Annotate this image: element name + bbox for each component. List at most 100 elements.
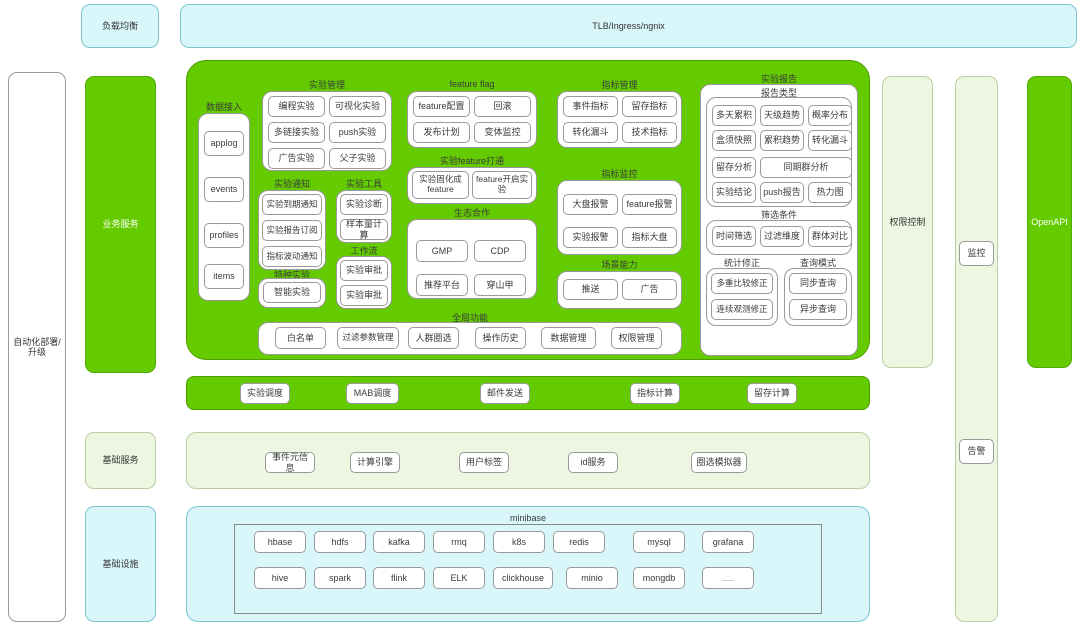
report-type-item-7[interactable]: 同期群分析 [760,157,852,178]
task-bar-item-2-label: 邮件发送 [486,388,523,399]
eco-item-3[interactable]: 穿山甲 [474,274,526,296]
feature-flag-item-0[interactable]: feature配置 [413,96,470,117]
scene-item-0[interactable]: 推送 [563,279,618,300]
report-type-item-0[interactable]: 多天累积 [712,105,756,126]
report-type-item-4[interactable]: 累积趋势 [760,130,804,151]
report-filter-item-0[interactable]: 时间筛选 [712,226,756,247]
report-type-item-10[interactable]: 热力图 [808,182,852,203]
metric-manage-item-2[interactable]: 转化漏斗 [563,122,618,143]
task-bar-item-1[interactable]: MAB调度 [346,383,399,404]
report-type-item-1[interactable]: 天级趋势 [760,105,804,126]
workflow-item-0[interactable]: 实验审批 [340,260,388,281]
report-type-item-9[interactable]: push报告 [760,182,804,203]
stat-correct-item-1[interactable]: 连续观测修正 [711,299,773,320]
experiment-manage-item-0[interactable]: 编程实验 [268,96,325,117]
experiment-manage-item-3[interactable]: push实验 [329,122,386,143]
data-access-item-profiles[interactable]: profiles [204,223,244,248]
experiment-tools-item-1[interactable]: 样本量计算 [340,219,388,240]
scene-item-1[interactable]: 广告 [622,279,677,300]
report-filter-item-1[interactable]: 过滤维度 [760,226,804,247]
minibase-row1-item-3[interactable]: rmq [433,531,485,553]
global-functions-item-3-label: 操作历史 [482,332,519,343]
task-bar-item-2[interactable]: 邮件发送 [480,383,530,404]
experiment-notify-item-1[interactable]: 实验报告订阅 [262,220,322,241]
workflow-item-1[interactable]: 实验审批 [340,285,388,306]
minibase-row2-item-3[interactable]: ELK [433,567,485,589]
minibase-row1-item-6[interactable]: mysql [633,531,685,553]
minibase-row1-item-4[interactable]: k8s [493,531,545,553]
base-service-item-3[interactable]: id服务 [568,452,618,473]
monitor-chip[interactable]: 监控 [959,241,994,266]
report-type-item-2[interactable]: 概率分布 [808,105,852,126]
minibase-row2-item-0[interactable]: hive [254,567,306,589]
feature-flag-item-1[interactable]: 回滚 [474,96,531,117]
auto-deploy-rail: 自动化部署/升级 [8,72,66,622]
data-access-item-events[interactable]: events [204,177,244,202]
minibase-row2-item-2[interactable]: flink [373,567,425,589]
experiment-tools-item-0[interactable]: 实验诊断 [340,194,388,215]
global-functions-item-2[interactable]: 人群圈选 [408,327,459,349]
eco-item-0[interactable]: GMP [416,240,468,262]
eco-item-1[interactable]: CDP [474,240,526,262]
report-type-item-3[interactable]: 盒须快照 [712,130,756,151]
minibase-row1-item-0[interactable]: hbase [254,531,306,553]
metric-monitor-item-2[interactable]: 实验报警 [563,227,618,248]
experiment-manage-item-1[interactable]: 可视化实验 [329,96,386,117]
experiment-manage-item-5[interactable]: 父子实验 [329,148,386,169]
report-type-item-6[interactable]: 留存分析 [712,157,756,178]
eco-item-1-label: CDP [490,245,510,256]
global-functions-item-0[interactable]: 白名单 [275,327,326,349]
minibase-row1-item-7[interactable]: grafana [702,531,754,553]
metric-manage-item-3[interactable]: 技术指标 [622,122,677,143]
global-functions-item-5[interactable]: 权限管理 [611,327,662,349]
load-balance-label: 负载均衡 [101,20,138,31]
feature-flag-item-2-label: 发布计划 [423,127,460,138]
experiment-manage-item-2[interactable]: 多链接实验 [268,122,325,143]
minibase-row2-item-4[interactable]: clickhouse [493,567,553,589]
task-bar-item-0[interactable]: 实验调度 [240,383,290,404]
minibase-row2-item-5[interactable]: minio [566,567,618,589]
base-service-item-4[interactable]: 圈选模拟器 [691,452,747,473]
task-bar-item-3[interactable]: 指标计算 [630,383,680,404]
metric-manage-item-1[interactable]: 留存指标 [622,96,677,117]
feature-link-item-1[interactable]: feature开启实验 [472,171,532,199]
report-type-item-8[interactable]: 实验结论 [712,182,756,203]
stat-correct-item-0[interactable]: 多重比较修正 [711,273,773,294]
feature-flag-item-3[interactable]: 变体监控 [474,122,531,143]
query-mode-item-0[interactable]: 同步查询 [789,273,847,294]
minibase-row2-item-6[interactable]: mongdb [633,567,685,589]
minibase-row1-item-1[interactable]: hdfs [314,531,366,553]
global-functions-item-4[interactable]: 数据管理 [541,327,596,349]
eco-item-2[interactable]: 推荐平台 [416,274,468,296]
base-service-item-0[interactable]: 事件元信息 [265,452,315,473]
feature-link-item-0[interactable]: 实验固化成feature [412,171,469,199]
minibase-row2-item-7[interactable]: ..... [702,567,754,589]
task-bar-item-4[interactable]: 留存计算 [747,383,797,404]
report-type-item-1-label: 天级趋势 [763,110,800,121]
minibase-panel [186,506,870,622]
experiment-notify-item-0[interactable]: 实验到期通知 [262,194,322,215]
metric-monitor-item-0[interactable]: 大盘报警 [563,194,618,215]
experiment-notify-item-2[interactable]: 指标波动通知 [262,246,322,267]
minibase-row2-item-1[interactable]: spark [314,567,366,589]
data-access-item-applog[interactable]: applog [204,131,244,156]
data-access-item-items[interactable]: items [204,264,244,289]
report-filter-item-2[interactable]: 群体对比 [808,226,852,247]
experiment-manage-item-4[interactable]: 广告实验 [268,148,325,169]
query-mode-item-1[interactable]: 异步查询 [789,299,847,320]
base-service-item-1[interactable]: 计算引擎 [350,452,400,473]
special-experiment-item-0[interactable]: 智能实验 [263,282,321,303]
metric-manage-item-0[interactable]: 事件指标 [563,96,618,117]
report-type-item-5[interactable]: 转化漏斗 [808,130,852,151]
minibase-row1-item-5[interactable]: redis [553,531,605,553]
feature-flag-item-2[interactable]: 发布计划 [413,122,470,143]
minibase-row1-item-2[interactable]: kafka [373,531,425,553]
global-functions-item-1[interactable]: 过滤参数管理 [337,327,399,349]
feature-flag-item-0-label: feature配置 [418,101,465,112]
metric-monitor-item-3[interactable]: 指标大盘 [622,227,677,248]
global-functions-item-3[interactable]: 操作历史 [475,327,526,349]
base-service-item-2[interactable]: 用户标签 [459,452,509,473]
alarm-chip[interactable]: 告警 [959,439,994,464]
metric-monitor-item-3-label: 指标大盘 [631,232,668,243]
metric-monitor-item-1[interactable]: feature报警 [622,194,677,215]
